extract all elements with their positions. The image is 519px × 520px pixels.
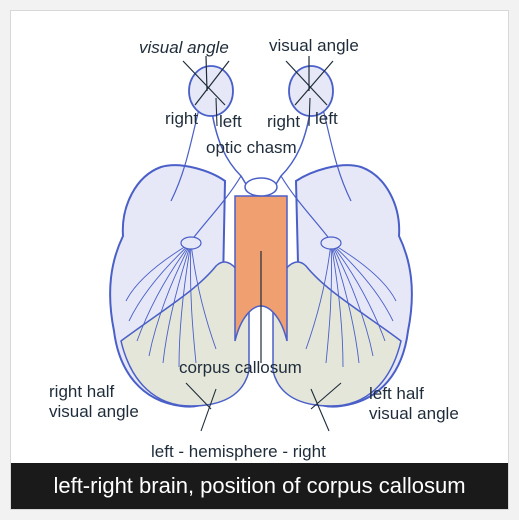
optic-chasm-label: optic chasm <box>206 138 297 157</box>
eye-right-right-label: right <box>267 112 300 131</box>
eye-left-left-label: left <box>219 112 242 131</box>
caption-text: left-right brain, position of corpus cal… <box>53 473 465 499</box>
visual-angle-right-label: visual angle <box>269 36 359 55</box>
right-half-label-line2: visual angle <box>49 402 139 421</box>
left-lateral-geniculate <box>181 237 201 249</box>
right-lateral-geniculate <box>321 237 341 249</box>
brain-diagram: visual angle visual angle right left rig… <box>11 11 509 465</box>
left-half-label-line1: left half <box>369 384 424 403</box>
right-half-label-line1: right half <box>49 382 114 401</box>
eye-right-left-label: left <box>315 109 338 128</box>
eye-left-right-label: right <box>165 109 198 128</box>
corpus-callosum-label: corpus callosum <box>179 358 302 377</box>
hemisphere-label: left - hemisphere - right <box>151 442 326 461</box>
optic-chiasm <box>245 178 277 196</box>
left-half-label-line2: visual angle <box>369 404 459 423</box>
caption-bar: left-right brain, position of corpus cal… <box>11 463 508 509</box>
visual-angle-left-label: visual angle <box>139 38 229 57</box>
diagram-frame: visual angle visual angle right left rig… <box>10 10 509 510</box>
